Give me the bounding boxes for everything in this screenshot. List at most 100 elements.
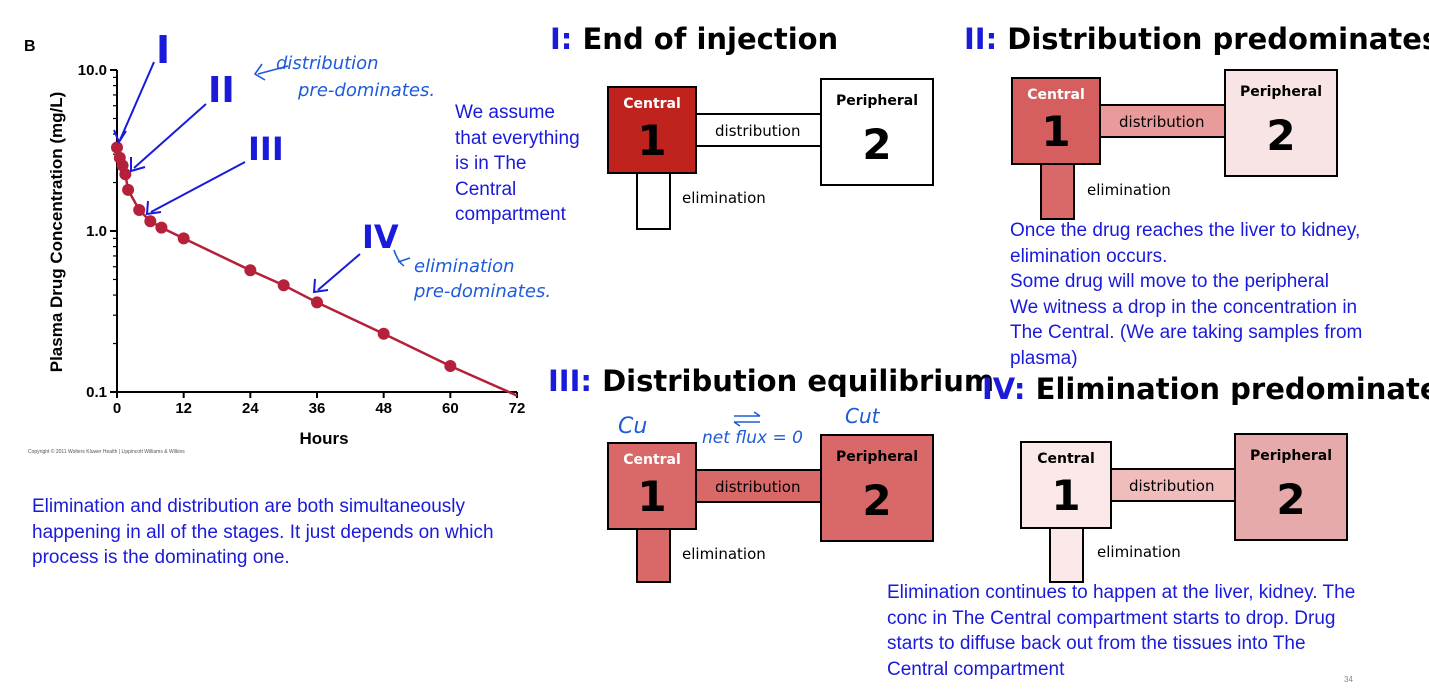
annotation-line: distribution bbox=[276, 53, 379, 74]
data-point bbox=[122, 183, 135, 196]
section-number: IV: bbox=[982, 372, 1026, 406]
elimination-channel bbox=[636, 170, 671, 230]
data-point bbox=[119, 168, 132, 181]
peripheral-compartment: Peripheral 2 bbox=[820, 434, 934, 542]
x-tick-label: 36 bbox=[309, 400, 326, 417]
distribution-label: distribution bbox=[1119, 113, 1205, 131]
note-line: Central bbox=[455, 178, 517, 200]
data-point bbox=[111, 141, 123, 154]
section-number: II: bbox=[964, 22, 998, 56]
data-point bbox=[277, 279, 290, 292]
data-point bbox=[377, 327, 390, 340]
peripheral-label: Peripheral bbox=[835, 93, 919, 109]
note-line: conc in The Central compartment starts t… bbox=[887, 607, 1336, 629]
section-II-heading: II: Distribution predominates bbox=[964, 22, 1429, 56]
annotation-line: pre-dominates. bbox=[298, 80, 436, 101]
section-number: III: bbox=[548, 364, 592, 398]
peripheral-label: Peripheral bbox=[1249, 448, 1333, 464]
phase-label-II: II bbox=[208, 70, 235, 111]
data-point bbox=[144, 215, 157, 228]
elimination-label: elimination bbox=[682, 189, 766, 207]
data-point bbox=[155, 221, 168, 234]
phase-arrows bbox=[113, 61, 411, 294]
phase-label-I: I bbox=[156, 28, 171, 72]
peripheral-compartment: Peripheral 2 bbox=[820, 78, 934, 186]
data-point bbox=[311, 296, 323, 309]
note-line: happening in all of the stages. It just … bbox=[32, 521, 494, 543]
elimination-label: elimination bbox=[1087, 181, 1171, 199]
distribution-label: distribution bbox=[715, 122, 801, 140]
peripheral-label: Peripheral bbox=[835, 449, 919, 465]
note-line: We witness a drop in the concentration i… bbox=[1010, 296, 1358, 318]
note-line: Central compartment bbox=[887, 658, 1065, 680]
cu-annotation: Cu bbox=[618, 414, 648, 439]
note-line: Elimination and distribution are both si… bbox=[32, 496, 466, 517]
x-tick-label: 24 bbox=[242, 400, 259, 417]
note-line: Once the drug reaches the liver to kidne… bbox=[1010, 220, 1361, 241]
distribution-channel: distribution bbox=[1098, 104, 1228, 138]
note-line: plasma) bbox=[1010, 347, 1078, 369]
compartment-number: 1 bbox=[1041, 107, 1071, 156]
elimination-predominates-annotation: elimination pre-dominates. bbox=[414, 254, 551, 304]
elimination-label: elimination bbox=[682, 545, 766, 563]
note-line: compartment bbox=[455, 204, 566, 225]
distribution-label: distribution bbox=[1129, 477, 1215, 495]
distribution-channel: distribution bbox=[694, 113, 822, 147]
elimination-note: Elimination continues to happen at the l… bbox=[887, 580, 1355, 682]
central-label: Central bbox=[623, 452, 681, 468]
y-axis-label: Plasma Drug Concentration (mg/L) bbox=[47, 92, 66, 373]
data-point bbox=[244, 264, 257, 277]
distribution-channel: distribution bbox=[1108, 468, 1238, 502]
elimination-label: elimination bbox=[1097, 543, 1181, 561]
compartment-number: 2 bbox=[1276, 475, 1306, 524]
note-line: that everything bbox=[455, 127, 580, 149]
data-point bbox=[133, 204, 146, 217]
y-tick-label: 0.1 bbox=[86, 384, 107, 401]
section-title: Distribution equilibrium bbox=[602, 364, 995, 398]
note-line: starts to diffuse back out from the tiss… bbox=[887, 633, 1306, 654]
assumption-note: We assume that everything is in The Cent… bbox=[455, 100, 580, 228]
central-compartment: Central 1 bbox=[607, 86, 697, 174]
distribution-predominates-annotation: distribution pre-dominates. bbox=[276, 50, 435, 104]
note-line: Elimination continues to happen at the l… bbox=[887, 582, 1356, 603]
panel-letter: B bbox=[24, 38, 36, 55]
elimination-channel bbox=[1040, 160, 1075, 220]
phase-label-IV: IV bbox=[362, 218, 399, 256]
x-axis-label: Hours bbox=[299, 429, 348, 448]
central-label: Central bbox=[623, 96, 681, 112]
x-tick-label: 48 bbox=[375, 400, 392, 417]
peripheral-compartment: Peripheral 2 bbox=[1224, 69, 1338, 177]
y-tick-label: 1.0 bbox=[86, 223, 107, 240]
section-title: Distribution predominates bbox=[1007, 22, 1429, 56]
note-line: Some drug will move to the peripheral bbox=[1010, 271, 1329, 292]
note-line: process is the dominating one. bbox=[32, 547, 290, 568]
compartment-number: 1 bbox=[637, 472, 667, 521]
annotation-line: elimination bbox=[414, 256, 515, 277]
concentration-chart: Plasma Drug Concentration (mg/L) Hours 1… bbox=[47, 62, 525, 448]
distribution-label: distribution bbox=[715, 478, 801, 496]
note-line: elimination occurs. bbox=[1010, 245, 1168, 267]
cut-annotation: Cut bbox=[845, 404, 880, 428]
compartment-number: 2 bbox=[862, 120, 892, 169]
section-title: Elimination predominates bbox=[1035, 372, 1429, 406]
note-line: The Central. (We are taking samples from bbox=[1010, 322, 1363, 343]
note-line: is in The bbox=[455, 153, 527, 174]
central-compartment: Central 1 bbox=[607, 442, 697, 530]
copyright-text: Copyright © 2011 Wolters Kluwer Health |… bbox=[28, 449, 185, 455]
central-compartment: Central 1 bbox=[1011, 77, 1101, 165]
data-point bbox=[444, 360, 457, 373]
compartment-number: 2 bbox=[1266, 111, 1296, 160]
simultaneous-processes-note: Elimination and distribution are both si… bbox=[32, 494, 494, 571]
page-number: 34 bbox=[1344, 675, 1353, 684]
x-tick-label: 60 bbox=[442, 400, 459, 417]
compartment-number: 1 bbox=[637, 116, 667, 165]
distribution-note: Once the drug reaches the liver to kidne… bbox=[1010, 218, 1362, 371]
net-flux-annotation: net flux = 0 bbox=[702, 428, 803, 448]
phase-label-III: III bbox=[248, 130, 284, 168]
equilibrium-arrows-icon bbox=[733, 411, 761, 427]
elimination-channel bbox=[636, 526, 671, 583]
compartment-number: 2 bbox=[862, 476, 892, 525]
section-IV-heading: IV: Elimination predominates bbox=[982, 372, 1429, 406]
peripheral-compartment: Peripheral 2 bbox=[1234, 433, 1348, 541]
section-I-heading: I: End of injection bbox=[550, 22, 838, 56]
